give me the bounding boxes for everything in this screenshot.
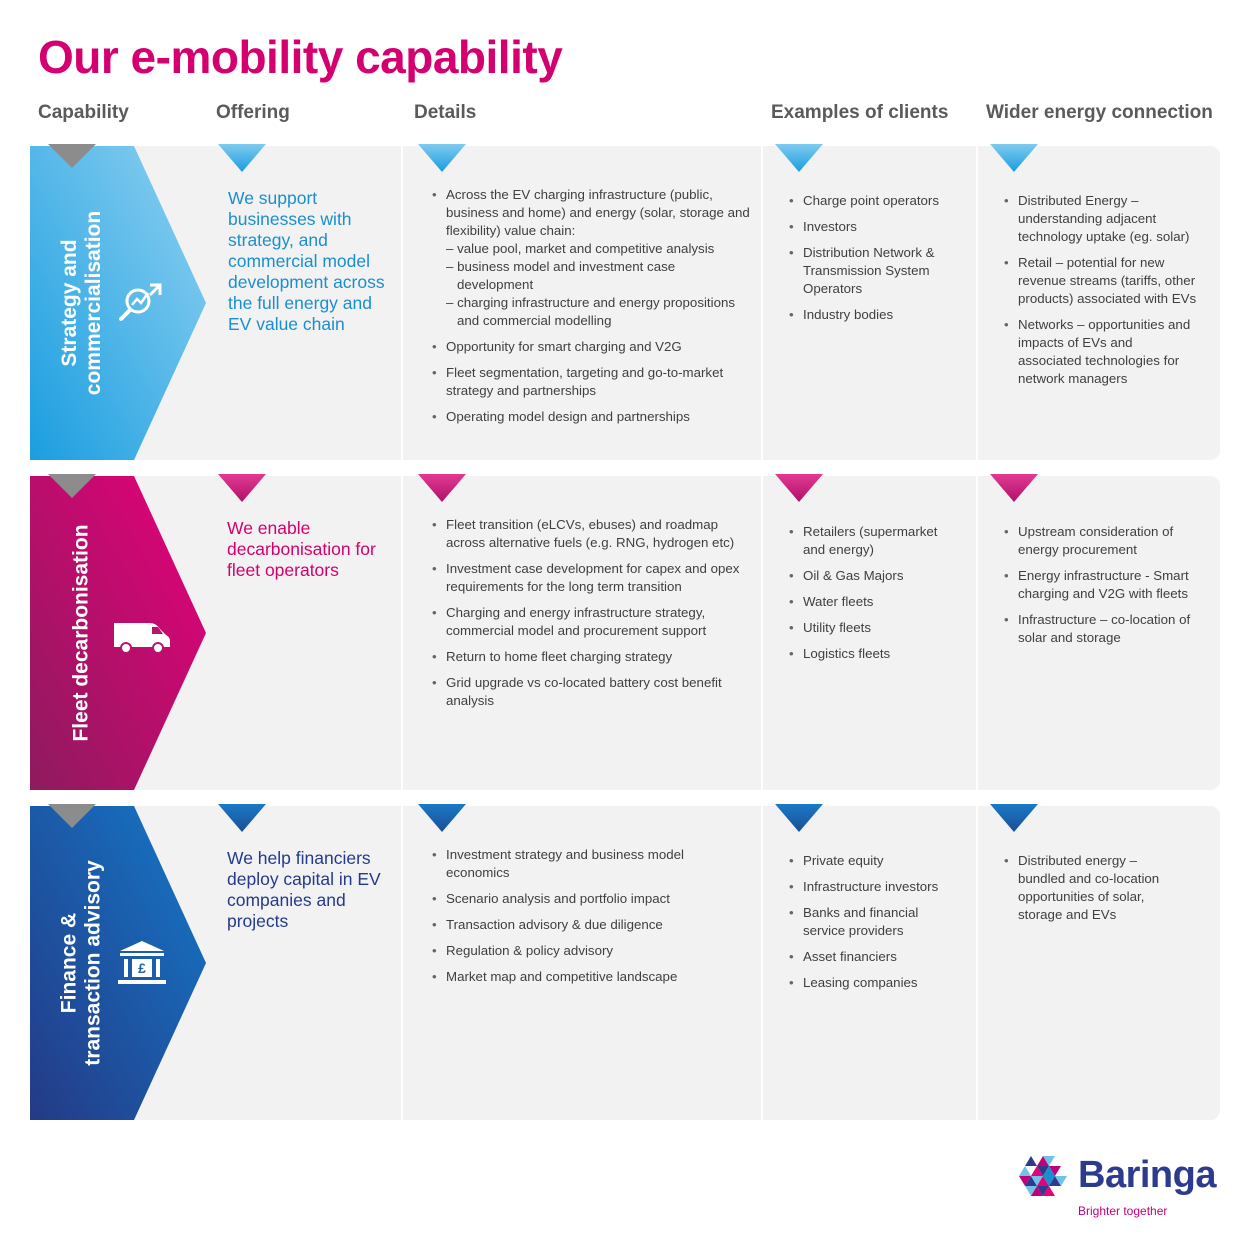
grey-marker-icon xyxy=(48,804,96,828)
grey-marker-icon xyxy=(48,474,96,498)
list-item: Retailers (supermarket and energy) xyxy=(789,523,954,559)
capability-chevron xyxy=(30,146,206,460)
list-item: Energy infrastructure - Smart charging a… xyxy=(1004,567,1194,603)
list-item: Water fleets xyxy=(789,593,954,611)
capability-label: Finance &transaction advisory xyxy=(58,860,105,1066)
offering-marker-icon xyxy=(218,804,266,832)
capability-chevron xyxy=(30,806,206,1120)
details-list: Fleet transition (eLCVs, ebuses) and roa… xyxy=(432,516,754,718)
clients-marker-icon xyxy=(775,474,823,502)
list-item: Regulation & policy advisory xyxy=(432,942,754,960)
capability-label: Fleet decarbonisation xyxy=(70,524,94,742)
wider-list: Upstream consideration of energy procure… xyxy=(1004,523,1194,655)
growth-magnifier-icon xyxy=(119,283,162,321)
offering-text: We support businesses with strategy, and… xyxy=(228,188,385,334)
list-item: Across the EV charging infrastructure (p… xyxy=(432,186,754,330)
list-item: Grid upgrade vs co-located battery cost … xyxy=(432,674,754,710)
page-title: Our e-mobility capability xyxy=(38,31,563,83)
wider-marker-icon xyxy=(990,474,1038,502)
clients-list: Retailers (supermarket and energy) Oil &… xyxy=(789,523,954,671)
clients-marker-icon xyxy=(775,144,823,172)
list-item: Infrastructure – co-location of solar an… xyxy=(1004,611,1194,647)
logo-tagline: Brighter together xyxy=(1078,1204,1168,1218)
wider-marker-icon xyxy=(990,144,1038,172)
offering-text: We enable decarbonisation for fleet oper… xyxy=(227,518,376,580)
list-item: Market map and competitive landscape xyxy=(432,968,754,986)
list-item: Investment case development for capex an… xyxy=(432,560,754,596)
details-list: Investment strategy and business model e… xyxy=(432,846,754,994)
baringa-logo: Baringa Brighter together xyxy=(1016,1154,1226,1220)
offering-marker-icon xyxy=(218,144,266,172)
list-item: Charging and energy infrastructure strat… xyxy=(432,604,754,640)
list-item: Operating model design and partnerships xyxy=(432,408,754,426)
clients-marker-icon xyxy=(775,804,823,832)
list-item: Opportunity for smart charging and V2G xyxy=(432,338,754,356)
list-item: Private equity xyxy=(789,852,954,870)
list-item: Scenario analysis and portfolio impact xyxy=(432,890,754,908)
column-header-offering: Offering xyxy=(216,102,290,123)
list-item: Networks – opportunities and impacts of … xyxy=(1004,316,1198,388)
list-item: Investors xyxy=(789,218,967,236)
list-item: Utility fleets xyxy=(789,619,954,637)
van-icon xyxy=(114,623,170,654)
column-header-clients: Examples of clients xyxy=(771,102,949,123)
list-item: Fleet transition (eLCVs, ebuses) and roa… xyxy=(432,516,754,552)
list-item: Charge point operators xyxy=(789,192,967,210)
clients-list: Private equity Infrastructure investors … xyxy=(789,852,954,1000)
column-header-details: Details xyxy=(414,102,477,123)
wider-list: Distributed Energy – understanding adjac… xyxy=(1004,192,1198,396)
list-item: Oil & Gas Majors xyxy=(789,567,954,585)
column-header-capability: Capability xyxy=(38,102,129,123)
wider-marker-icon xyxy=(990,804,1038,832)
logo-name: Baringa xyxy=(1078,1154,1216,1196)
list-item: Leasing companies xyxy=(789,974,954,992)
details-marker-icon xyxy=(418,804,466,832)
logo-mark-icon xyxy=(1019,1156,1067,1196)
list-item: Banks and financial service providers xyxy=(789,904,954,940)
offering-text: We help financiers deploy capital in EV … xyxy=(227,848,381,931)
svg-text:£: £ xyxy=(138,960,146,976)
list-item: Infrastructure investors xyxy=(789,878,954,896)
list-item: Distributed energy – bundled and co-loca… xyxy=(1004,852,1184,924)
column-header-wider: Wider energy connection xyxy=(986,102,1213,123)
list-item: Investment strategy and business model e… xyxy=(432,846,754,882)
details-list: Across the EV charging infrastructure (p… xyxy=(432,186,754,434)
list-item: Fleet segmentation, targeting and go-to-… xyxy=(432,364,754,400)
list-item: Distribution Network & Transmission Syst… xyxy=(789,244,967,298)
list-item: Asset financiers xyxy=(789,948,954,966)
details-marker-icon xyxy=(418,474,466,502)
capability-row-finance: Finance &transaction advisory £ We help … xyxy=(30,804,1220,1120)
list-item: Transaction advisory & due diligence xyxy=(432,916,754,934)
bank-pound-icon: £ xyxy=(118,941,166,984)
wider-list: Distributed energy – bundled and co-loca… xyxy=(1004,852,1184,932)
list-item: Upstream consideration of energy procure… xyxy=(1004,523,1194,559)
grey-marker-icon xyxy=(48,144,96,168)
list-item: Retail – potential for new revenue strea… xyxy=(1004,254,1198,308)
clients-list: Charge point operators Investors Distrib… xyxy=(789,192,967,332)
list-item: Distributed Energy – understanding adjac… xyxy=(1004,192,1198,246)
offering-marker-icon xyxy=(218,474,266,502)
list-item: Logistics fleets xyxy=(789,645,954,663)
list-item: Return to home fleet charging strategy xyxy=(432,648,754,666)
capability-row-fleet: Fleet decarbonisation We enable decarbon… xyxy=(30,474,1220,790)
list-item: Industry bodies xyxy=(789,306,967,324)
details-marker-icon xyxy=(418,144,466,172)
